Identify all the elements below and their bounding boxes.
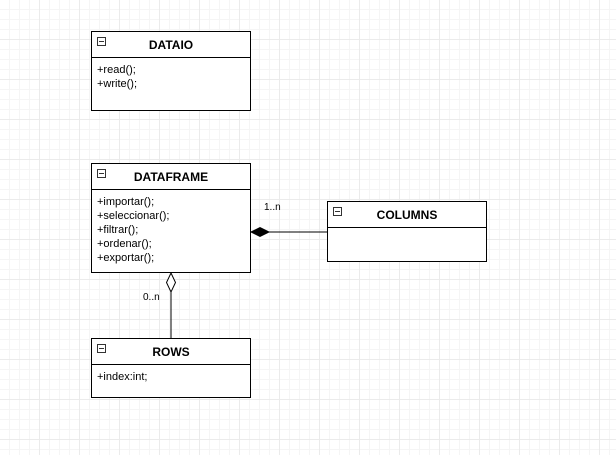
class-columns-members[interactable] xyxy=(328,228,486,238)
class-columns[interactable]: COLUMNS xyxy=(327,201,487,262)
class-dataframe-members[interactable]: +importar(); +seleccionar(); +filtrar();… xyxy=(92,190,250,270)
member-write: +write(); xyxy=(97,78,138,90)
class-rows-members[interactable]: +index:int; xyxy=(92,365,250,389)
member-importar: +importar(); xyxy=(97,196,155,208)
collapse-icon[interactable] xyxy=(97,344,106,353)
member-exportar: +exportar(); xyxy=(97,252,155,264)
class-dataframe-name: DATAFRAME xyxy=(133,170,209,184)
class-columns-name: COLUMNS xyxy=(376,208,438,222)
class-columns-header[interactable]: COLUMNS xyxy=(328,202,486,228)
aggregation-multiplicity: 0..n xyxy=(143,292,160,303)
composition-diamond-icon xyxy=(249,226,271,238)
composition-multiplicity: 1..n xyxy=(264,202,281,213)
member-filtrar: +filtrar(); xyxy=(97,224,139,236)
class-rows[interactable]: ROWS +index:int; xyxy=(91,338,251,398)
member-ordenar: +ordenar(); xyxy=(97,238,152,250)
class-rows-name: ROWS xyxy=(152,345,190,359)
class-dataframe[interactable]: DATAFRAME +importar(); +seleccionar(); +… xyxy=(91,163,251,273)
class-dataio-name: DATAIO xyxy=(148,38,194,52)
class-dataio-members[interactable]: +read(); +write(); xyxy=(92,58,250,96)
member-index: +index:int; xyxy=(97,371,148,383)
collapse-icon[interactable] xyxy=(333,207,342,216)
collapse-icon[interactable] xyxy=(97,169,106,178)
class-dataframe-header[interactable]: DATAFRAME xyxy=(92,164,250,190)
member-seleccionar: +seleccionar(); xyxy=(97,210,170,222)
class-dataio-header[interactable]: DATAIO xyxy=(92,32,250,58)
collapse-icon[interactable] xyxy=(97,37,106,46)
class-rows-header[interactable]: ROWS xyxy=(92,339,250,365)
member-read: +read(); xyxy=(97,64,136,76)
class-dataio[interactable]: DATAIO +read(); +write(); xyxy=(91,31,251,111)
aggregation-diamond-icon xyxy=(165,271,177,294)
